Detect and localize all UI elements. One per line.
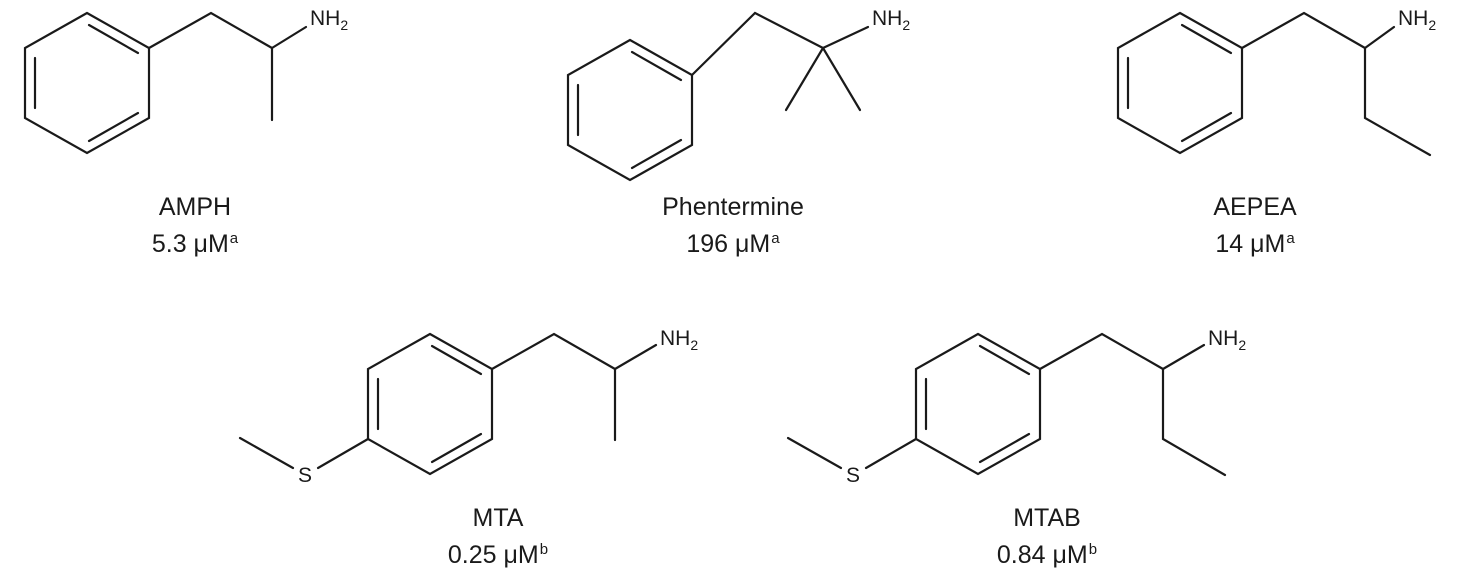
compound-name: MTAB bbox=[1013, 504, 1081, 532]
compound-value: 0.84 μMb bbox=[996, 541, 1098, 569]
footnote-marker: b bbox=[539, 541, 549, 558]
caption-aepea: AEPEA 14 μMa bbox=[1125, 192, 1385, 260]
amine-label: NH2 bbox=[310, 7, 348, 33]
compound-value: 0.25 μMb bbox=[447, 541, 549, 569]
caption-mta: MTA 0.25 μMb bbox=[368, 503, 628, 571]
benzene-ring bbox=[566, 38, 694, 182]
side-chain bbox=[1240, 11, 1432, 157]
compound-name: MTA bbox=[472, 504, 524, 532]
footnote-marker: a bbox=[1286, 230, 1295, 247]
sulfur-label: S bbox=[298, 464, 312, 487]
compound-value: 14 μMa bbox=[1215, 230, 1295, 258]
methylthio-group bbox=[238, 436, 370, 470]
caption-phentermine: Phentermine 196 μMa bbox=[603, 192, 863, 260]
structure-mta: NH2 S bbox=[238, 327, 698, 487]
side-chain bbox=[147, 11, 308, 122]
structure-amph: NH2 bbox=[23, 7, 348, 155]
structure-aepea: NH2 bbox=[1116, 7, 1436, 157]
compound-name: AMPH bbox=[158, 193, 232, 221]
structure-phentermine: NH2 bbox=[566, 7, 910, 182]
footnote-marker: b bbox=[1088, 541, 1098, 558]
compound-value: 5.3 μMa bbox=[151, 230, 239, 258]
amine-label: NH2 bbox=[1208, 327, 1246, 353]
benzene-ring bbox=[914, 332, 1042, 476]
caption-amph: AMPH 5.3 μMa bbox=[65, 192, 325, 260]
compound-name: Phentermine bbox=[662, 193, 804, 221]
sulfur-label: S bbox=[846, 464, 860, 487]
benzene-ring bbox=[23, 11, 151, 155]
side-chain bbox=[490, 332, 658, 442]
amine-label: NH2 bbox=[872, 7, 910, 33]
caption-mtab: MTAB 0.84 μMb bbox=[917, 503, 1177, 571]
side-chain bbox=[1038, 332, 1227, 477]
benzene-ring bbox=[1116, 11, 1244, 155]
amine-label: NH2 bbox=[1398, 7, 1436, 33]
structure-mtab: NH2 S bbox=[786, 327, 1246, 487]
methylthio-group bbox=[786, 436, 918, 470]
compound-value: 196 μMa bbox=[686, 230, 780, 258]
side-chain bbox=[690, 11, 870, 112]
compound-name: AEPEA bbox=[1213, 193, 1297, 221]
footnote-marker: a bbox=[771, 230, 780, 247]
amine-label: NH2 bbox=[660, 327, 698, 353]
benzene-ring bbox=[366, 332, 494, 476]
footnote-marker: a bbox=[229, 230, 239, 247]
